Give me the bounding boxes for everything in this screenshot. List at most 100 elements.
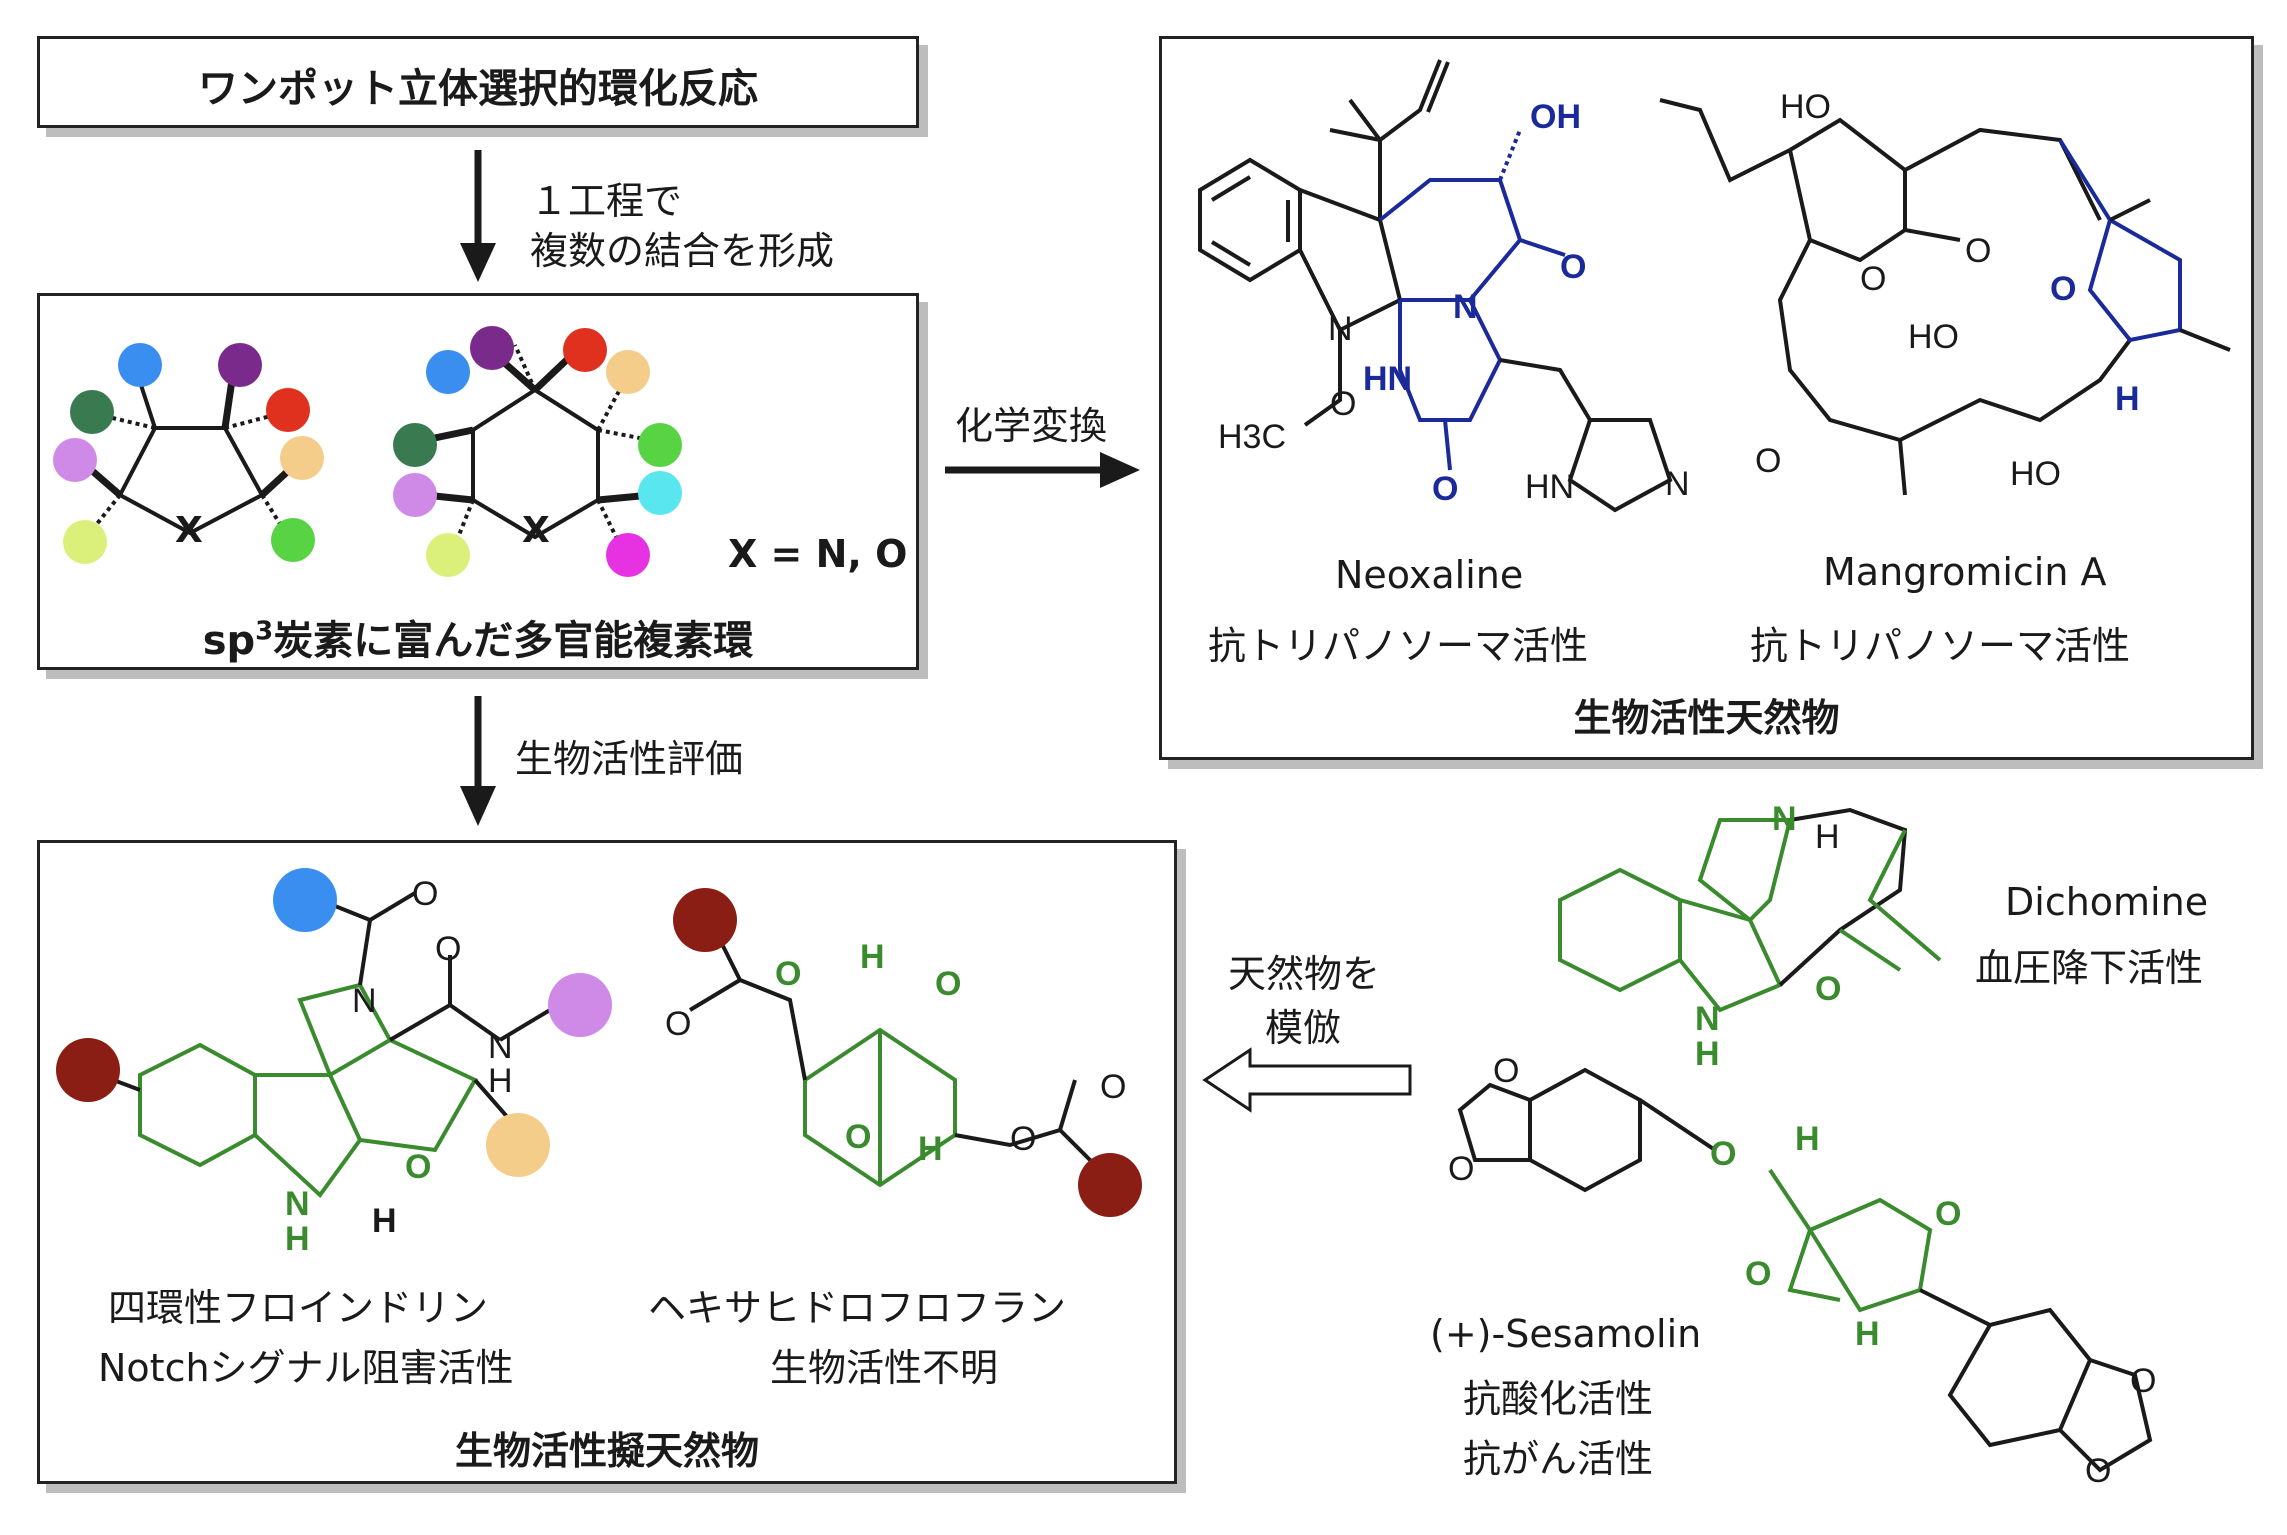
sesamolin-o-l-label: O [1745, 1255, 1771, 1293]
hhff-h-top-label: H [860, 938, 885, 976]
furoindoline-name: 四環性フロインドリン [108, 1286, 489, 1330]
neoxaline-o-methoxy-label: O [1330, 385, 1356, 423]
mangromicin-ho-top-label: HO [1780, 88, 1831, 126]
hexahydrofurofuran-dots [673, 888, 1142, 1217]
dichomine-structure [1558, 807, 1942, 1013]
furo-o-fur-label: O [405, 1148, 431, 1186]
furo-nh-ind-n-label: N [285, 1185, 310, 1223]
neoxaline-oh-label: OH [1530, 98, 1581, 136]
mangromicin-activity: 抗トリパノソーマ活性 [1750, 624, 2131, 668]
neoxaline-structure [1198, 59, 1673, 513]
hhff-o-ester1-label: O [775, 955, 801, 993]
hhff-o-carb2-label: O [1100, 1068, 1126, 1106]
sesamolin-h-bottom-label: H [1855, 1315, 1880, 1353]
neoxaline-carbonyl-o-label: O [1560, 248, 1586, 286]
dichomine-name: Dichomine [2005, 880, 2209, 924]
neoxaline-hn-label: HN [1363, 360, 1412, 398]
mangromicin-atom-labels: HO O O O HO O HO H [1755, 88, 2140, 493]
scaffold6-ring-atom: X [522, 510, 550, 551]
natural-products-title: 生物活性天然物 [1573, 696, 1840, 740]
hhff-o-ring1-label: O [935, 965, 961, 1003]
arrow-right-chem-transform [945, 452, 1140, 488]
scaffold6-substituent-dots [393, 326, 682, 577]
mimic-box [37, 840, 1177, 1484]
dichomine-nh-n-label: N [1695, 1000, 1720, 1038]
arrow4-label-line2: 模倣 [1265, 1006, 1342, 1050]
arrow1-label-line2: 複数の結合を形成 [530, 229, 835, 273]
scaffold5-ring-atom: X [175, 510, 203, 551]
scaffold-caption: sp3炭素に富んだ多官能複素環 [37, 608, 919, 666]
sesamolin-atom-labels: O O O H O O H O O [1448, 1052, 2156, 1490]
x-definition: X = N, O [728, 532, 908, 576]
neoxaline-n-indole-label: N [1328, 310, 1353, 348]
furo-h-label: H [372, 1202, 397, 1240]
arrow3-label: 生物活性評価 [515, 737, 744, 781]
dichomine-atom-labels: N H O N H [1695, 800, 1841, 1073]
arrow-down-bioeval [460, 696, 496, 826]
hexahydrofurofuran-atom-labels: O O H O O H O O [665, 938, 1126, 1168]
sesamolin-activity1: 抗酸化活性 [1463, 1377, 1654, 1421]
hhff-h-bottom-label: H [918, 1130, 943, 1168]
furo-nh-ind-h-label: H [285, 1220, 310, 1258]
neoxaline-n-imid-label: N [1665, 465, 1690, 503]
arrow1-label-line1: １工程で [530, 179, 683, 223]
dichomine-h-label: H [1815, 818, 1840, 856]
neoxaline-hn-imid-label: HN [1525, 468, 1574, 506]
hexahydrofurofuran-name: ヘキサヒドロフロフラン [648, 1286, 1067, 1330]
dichomine-nh-h-label: H [1695, 1035, 1720, 1073]
mangromicin-structure [1659, 98, 2231, 496]
neoxaline-activity: 抗トリパノソーマ活性 [1208, 624, 1589, 668]
furoindoline-structure [99, 891, 552, 1198]
hexahydrofurofuran-structure [688, 929, 1102, 1188]
mangromicin-ho-bottom-label: HO [2010, 455, 2061, 493]
furo-o-amide-label: O [435, 930, 461, 968]
sesamolin-o-r-label: O [1935, 1195, 1961, 1233]
neoxaline-n-ring-label: N [1453, 288, 1478, 326]
mangromicin-h-label: H [2115, 380, 2140, 418]
mangromicin-thf-o-label: O [2050, 270, 2076, 308]
sesamolin-o1-label: O [1493, 1052, 1519, 1090]
furoindoline-atom-labels: O N O N H O N H H [285, 875, 513, 1258]
furoindoline-activity: Notchシグナル阻害活性 [98, 1346, 514, 1390]
scaffold-caption-pre: sp [202, 618, 256, 664]
furo-n-pyr-label: N [352, 982, 377, 1020]
top-box [37, 36, 919, 128]
neoxaline-atom-labels: OH O N N O HN H3C O HN N [1218, 98, 1690, 508]
sesamolin-o4-label: O [2085, 1452, 2111, 1490]
hhff-o-ring2-label: O [845, 1118, 871, 1156]
sesamolin-name: (+)-Sesamolin [1430, 1312, 1702, 1356]
mangromicin-ring-o-label: O [1860, 260, 1886, 298]
arrow-hollow-left-mimic [1202, 1047, 1412, 1113]
mangromicin-ho-mid-label: HO [1908, 318, 1959, 356]
mangromicin-ketone-o-label: O [1755, 442, 1781, 480]
scaffold5-substituent-dots [53, 343, 324, 564]
neoxaline-h3c-label: H3C [1218, 418, 1286, 456]
scaffold-caption-post: 炭素に富んだ多官能複素環 [273, 618, 754, 664]
furo-nh-n-label: N [488, 1028, 513, 1066]
neoxaline-o-lower-label: O [1432, 470, 1458, 508]
sesamolin-o2-label: O [1448, 1150, 1474, 1188]
dichomine-activity: 血圧降下活性 [1975, 946, 2204, 990]
sesamolin-o-link-label: O [1710, 1135, 1736, 1173]
mimic-box-title: 生物活性擬天然物 [454, 1429, 759, 1473]
arrow4-label-line1: 天然物を [1228, 952, 1381, 996]
arrow2-label: 化学変換 [955, 404, 1108, 448]
top-box-title: ワンポット立体選択的環化反応 [198, 66, 758, 112]
neoxaline-name: Neoxaline [1335, 553, 1524, 597]
hhff-o-ester2-label: O [1010, 1120, 1036, 1158]
furo-nh-h-label: H [488, 1062, 513, 1100]
sesamolin-activity2: 抗がん活性 [1463, 1437, 1654, 1481]
hexahydrofurofuran-activity: 生物活性不明 [770, 1346, 999, 1390]
hhff-o-carb1-label: O [665, 1005, 691, 1043]
dichomine-o-label: O [1815, 970, 1841, 1008]
arrow-down-1 [460, 150, 496, 282]
scaffold-caption-sup: 3 [255, 616, 274, 647]
mangromicin-lactone-o-label: O [1965, 232, 1991, 270]
sesamolin-h-top-label: H [1795, 1120, 1820, 1158]
mangromicin-name: Mangromicin A [1823, 550, 2107, 594]
dichomine-n-label: N [1772, 800, 1797, 838]
furoindoline-dots [56, 868, 612, 1177]
furo-o-top-label: O [412, 875, 438, 913]
sesamolin-structure [1457, 1067, 2153, 1473]
